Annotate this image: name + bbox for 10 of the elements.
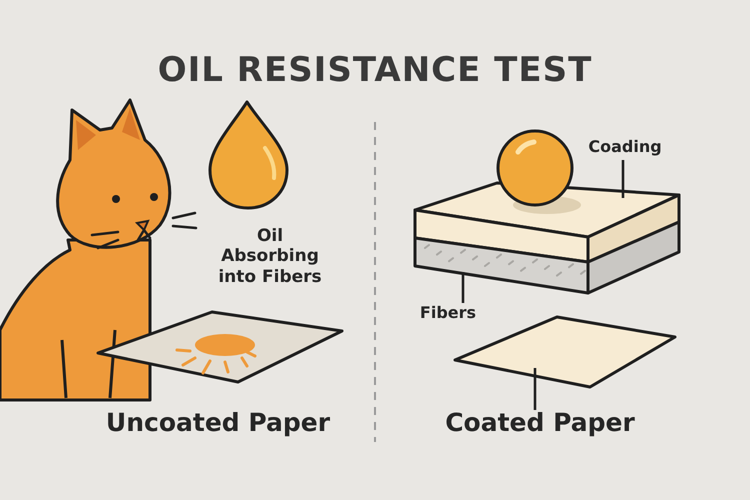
section-title: Uncoated Paper [104, 408, 332, 437]
part-label: Coading [580, 137, 670, 156]
fiber-layer [414, 220, 680, 294]
section-title: Coated Paper [430, 408, 650, 437]
annotation: Oil Absorbing into Fibers [217, 226, 323, 288]
title: OIL RESISTANCE TEST [156, 50, 594, 90]
leader-line [534, 368, 536, 410]
leader-line [462, 272, 464, 303]
part-label: Fibers [408, 303, 488, 322]
leader-line [622, 160, 624, 198]
